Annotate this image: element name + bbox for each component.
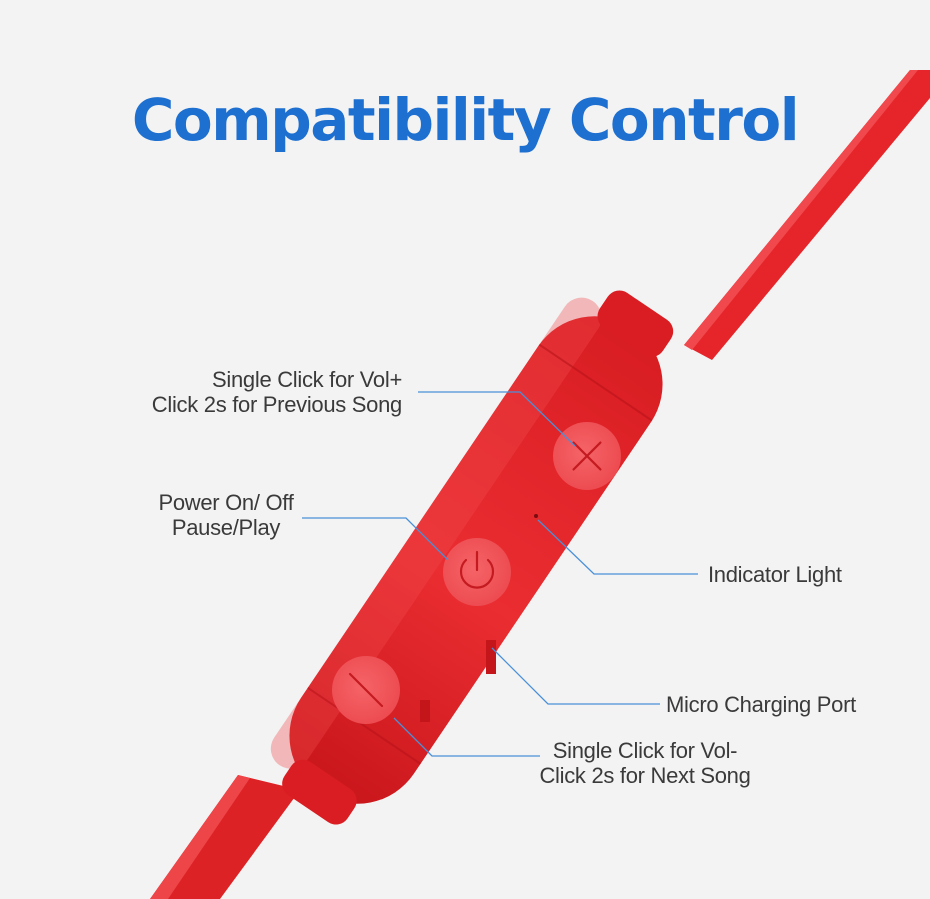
callout-power-line1: Power On/ Off xyxy=(158,490,294,515)
callout-indicator-line1: Indicator Light xyxy=(708,562,842,587)
leader-charging xyxy=(491,647,660,705)
power-icon xyxy=(459,550,495,589)
plus-icon xyxy=(572,441,602,471)
leader-vol-down xyxy=(393,717,540,757)
callout-vol-up-line1: Single Click for Vol+ xyxy=(212,367,402,392)
callout-vol-down-line2: Click 2s for Next Song xyxy=(539,763,751,788)
leader-indicator xyxy=(537,519,698,575)
leader-power xyxy=(302,517,449,561)
leader-lines xyxy=(302,391,698,757)
minus-icon xyxy=(348,672,384,708)
side-slot xyxy=(420,700,430,722)
lower-cable xyxy=(150,775,300,899)
callout-charging: Micro Charging Port xyxy=(666,692,896,717)
power-button[interactable] xyxy=(443,538,511,606)
callout-charging-line1: Micro Charging Port xyxy=(666,692,856,717)
callout-vol-down: Single Click for Vol- Click 2s for Next … xyxy=(520,738,770,788)
callout-vol-up: Single Click for Vol+ Click 2s for Previ… xyxy=(120,367,403,417)
callout-indicator: Indicator Light xyxy=(708,562,898,587)
plus-button[interactable] xyxy=(553,422,621,490)
leader-vol-up xyxy=(418,391,576,447)
page-title: Compatibility Control xyxy=(131,86,800,154)
indicator-light xyxy=(534,514,538,518)
callout-vol-down-line1: Single Click for Vol- xyxy=(552,738,738,763)
minus-button[interactable] xyxy=(332,656,400,724)
charging-port-slot xyxy=(486,640,496,674)
callout-power: Power On/ Off Pause/Play xyxy=(140,490,312,540)
upper-cable xyxy=(684,70,930,360)
callout-power-line2: Pause/Play xyxy=(171,515,281,540)
callout-vol-up-line2: Click 2s for Previous Song xyxy=(151,392,403,417)
